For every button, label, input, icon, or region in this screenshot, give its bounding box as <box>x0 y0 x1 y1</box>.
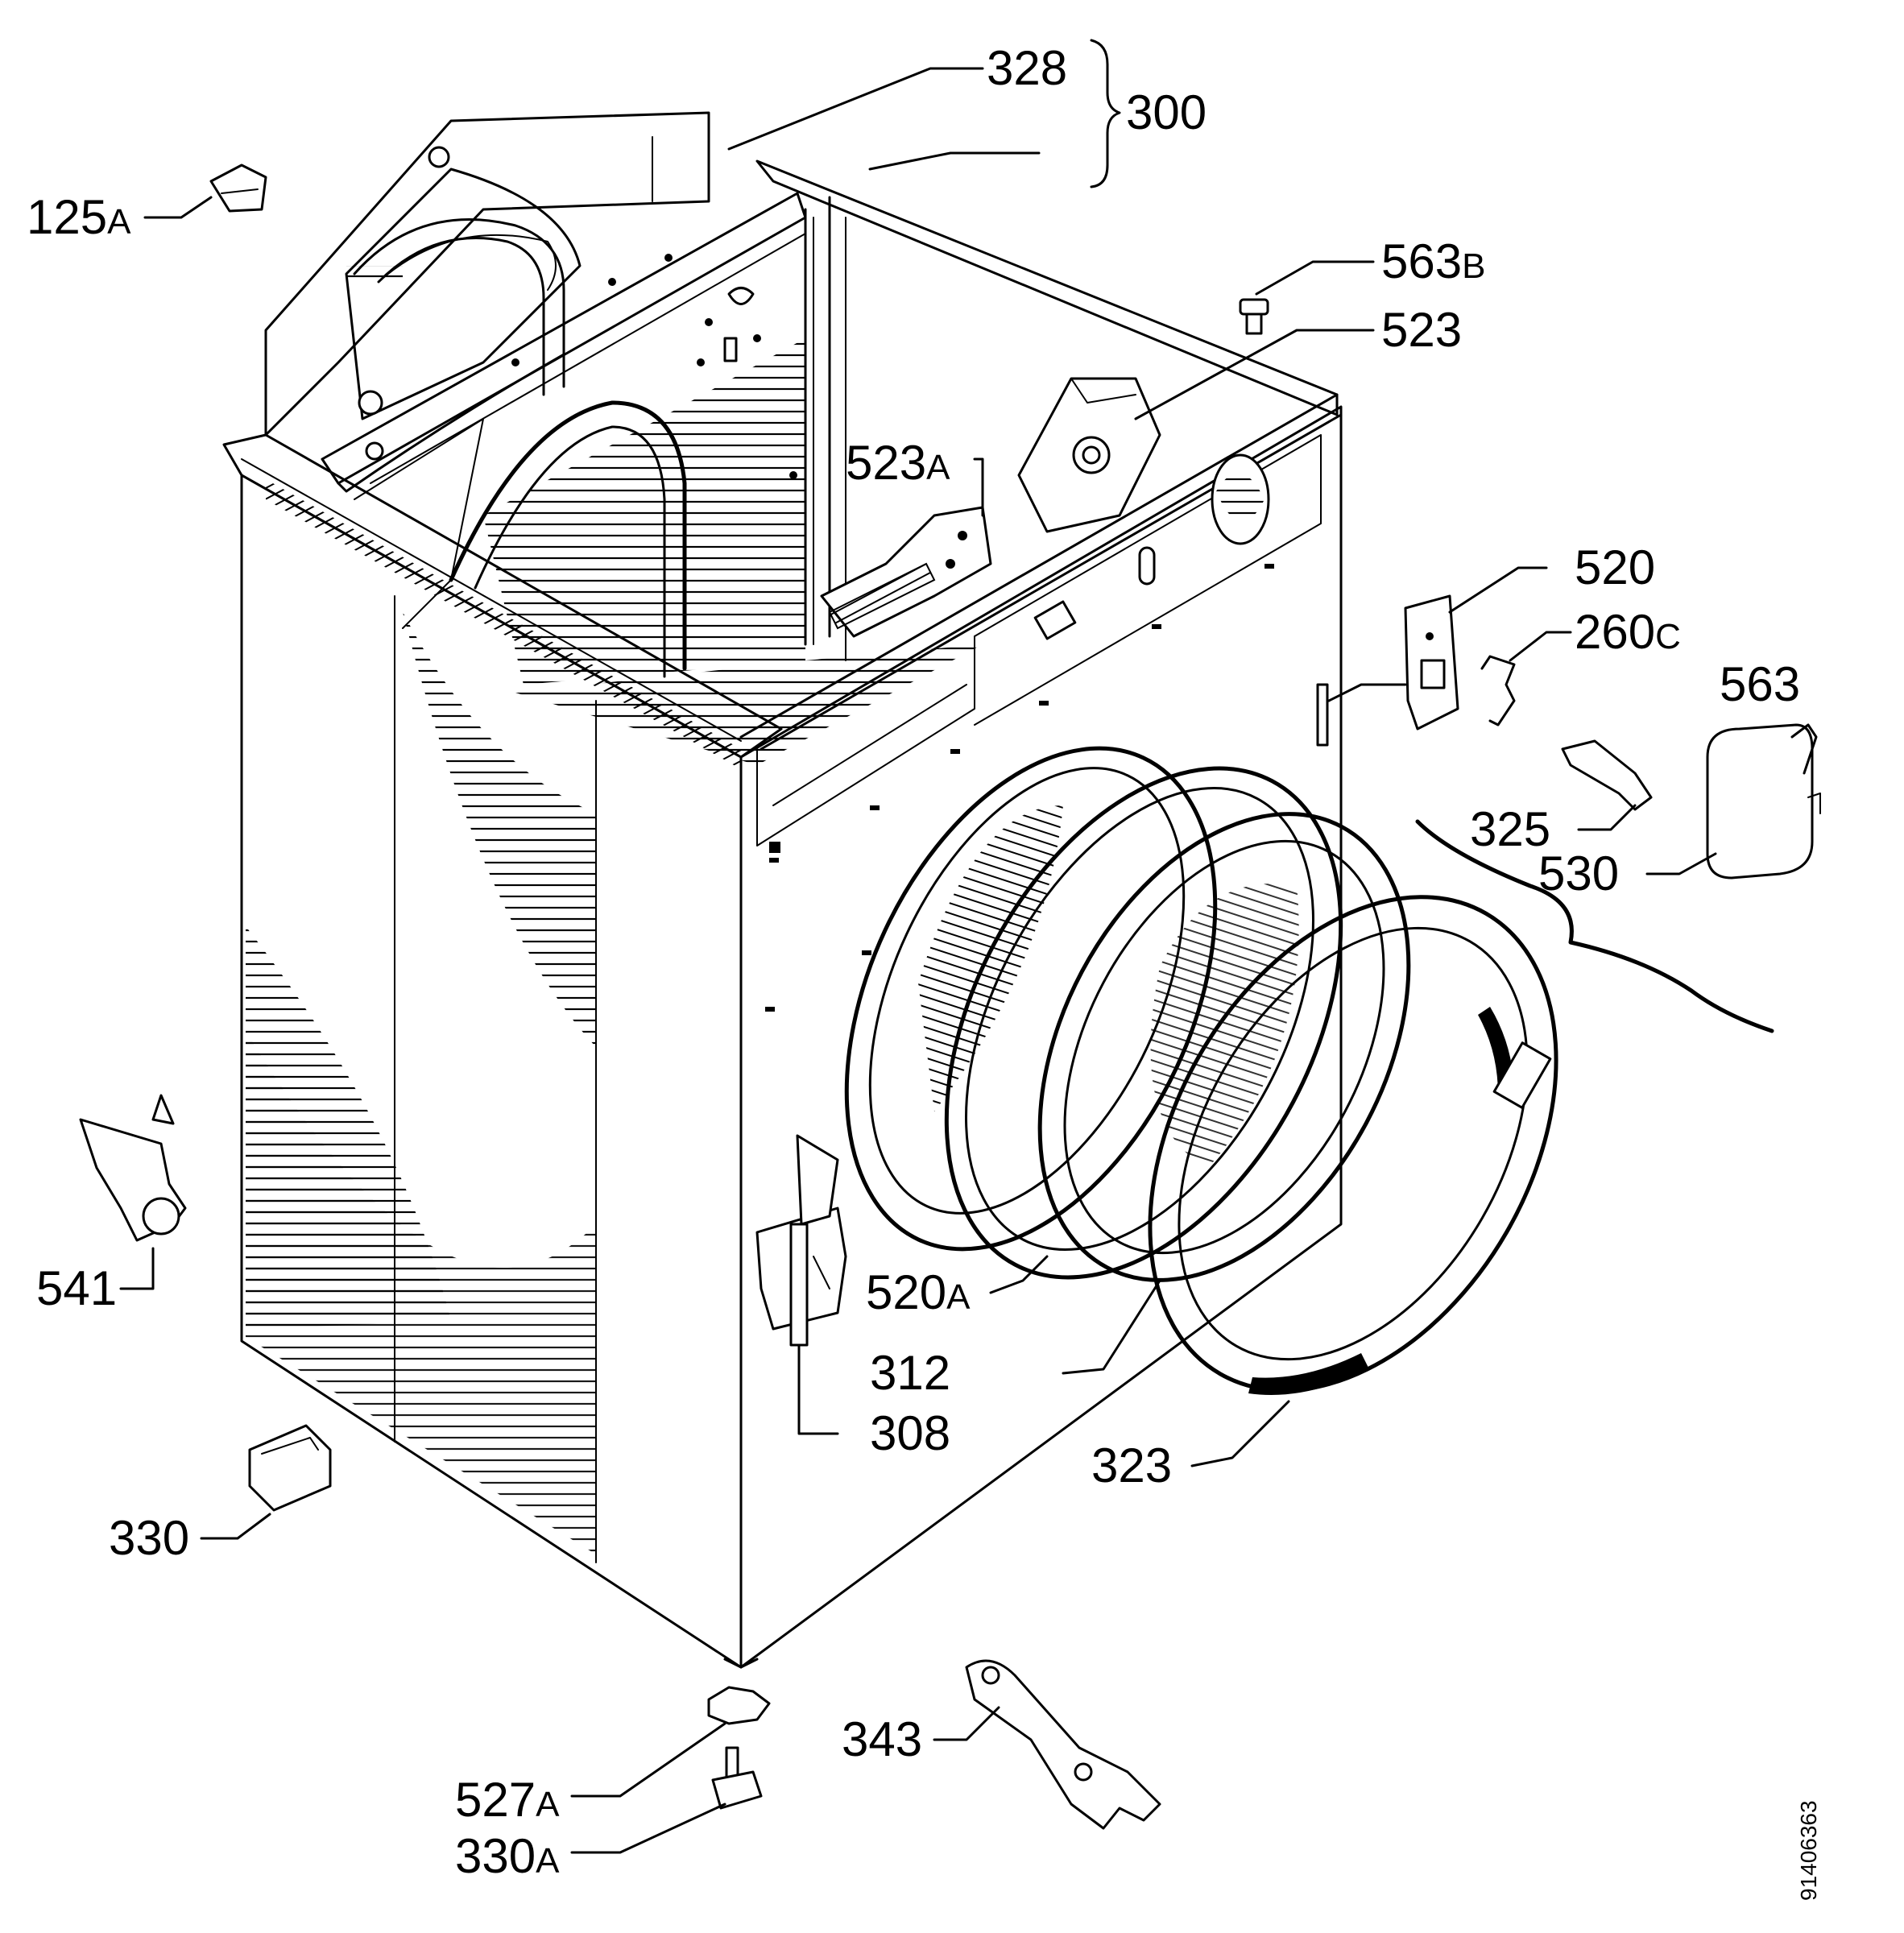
callout-520: 520 <box>1575 540 1655 594</box>
screw-part-563b <box>1239 298 1269 335</box>
callout-125a: 125A <box>27 190 131 244</box>
door-lock-part-520 <box>1404 594 1459 731</box>
callout-530: 530 <box>1538 846 1619 900</box>
document-number: 91406363 <box>1796 1800 1821 1901</box>
tub-arch-front <box>449 400 687 671</box>
lever-part-325 <box>1561 739 1653 811</box>
interior-floor-shading <box>515 644 983 765</box>
leader-lines <box>119 39 1717 1854</box>
door-glass-part-323-inner <box>1037 812 1411 1282</box>
clip-part-125a <box>209 163 267 213</box>
wrench-part-343 <box>965 1659 1161 1830</box>
door-ring-part-323 <box>1148 895 1558 1395</box>
callout-308: 308 <box>870 1406 950 1460</box>
spring-part-260c <box>1480 655 1516 726</box>
bracket-part-523 <box>1017 377 1161 533</box>
callout-312: 312 <box>870 1346 950 1400</box>
callout-527a: 527A <box>455 1773 560 1827</box>
pin-part-563 <box>1316 683 1329 747</box>
callout-523: 523 <box>1381 303 1462 357</box>
door-seal-part-312 <box>944 766 1343 1280</box>
callout-323: 323 <box>1091 1438 1172 1492</box>
top-frame-right-rail <box>755 159 1339 416</box>
interior-wall-shading <box>483 338 805 685</box>
callout-325: 325 <box>1470 802 1550 856</box>
top-panel-part-328 <box>264 111 710 437</box>
lock-group-brace <box>1415 819 1774 1033</box>
callout-523a: 523A <box>846 436 950 490</box>
callout-343: 343 <box>842 1712 922 1766</box>
inner-housing <box>321 192 846 678</box>
bracket-part-523a <box>820 506 992 638</box>
adjustable-foot-part-330a <box>711 1746 763 1810</box>
callout-520a: 520A <box>866 1265 971 1319</box>
bracket-part-541 <box>79 1094 187 1242</box>
callout-563b: 563B <box>1381 234 1485 288</box>
cabinet-left-rear-shading <box>403 612 596 1047</box>
door-hinge-part-308 <box>755 1134 847 1347</box>
group-brace-300 <box>1090 39 1121 188</box>
foot-nut-part-527a <box>707 1686 771 1725</box>
callout-563: 563 <box>1720 657 1800 711</box>
callout-330: 330 <box>109 1511 189 1565</box>
cabinet-left-side-shading-2 <box>246 1031 596 1554</box>
cabinet-front-panel <box>739 405 1343 1669</box>
callout-330a: 330A <box>455 1829 560 1883</box>
callout-300: 300 <box>1126 85 1207 139</box>
callout-260c: 260C <box>1575 605 1681 659</box>
cabinet <box>222 159 1343 1669</box>
door-handle-part-530 <box>1706 723 1821 880</box>
tub-arch-rear <box>353 218 565 388</box>
callout-328: 328 <box>987 41 1067 95</box>
foot-cap-part-330 <box>248 1424 332 1512</box>
callout-541: 541 <box>36 1261 117 1315</box>
